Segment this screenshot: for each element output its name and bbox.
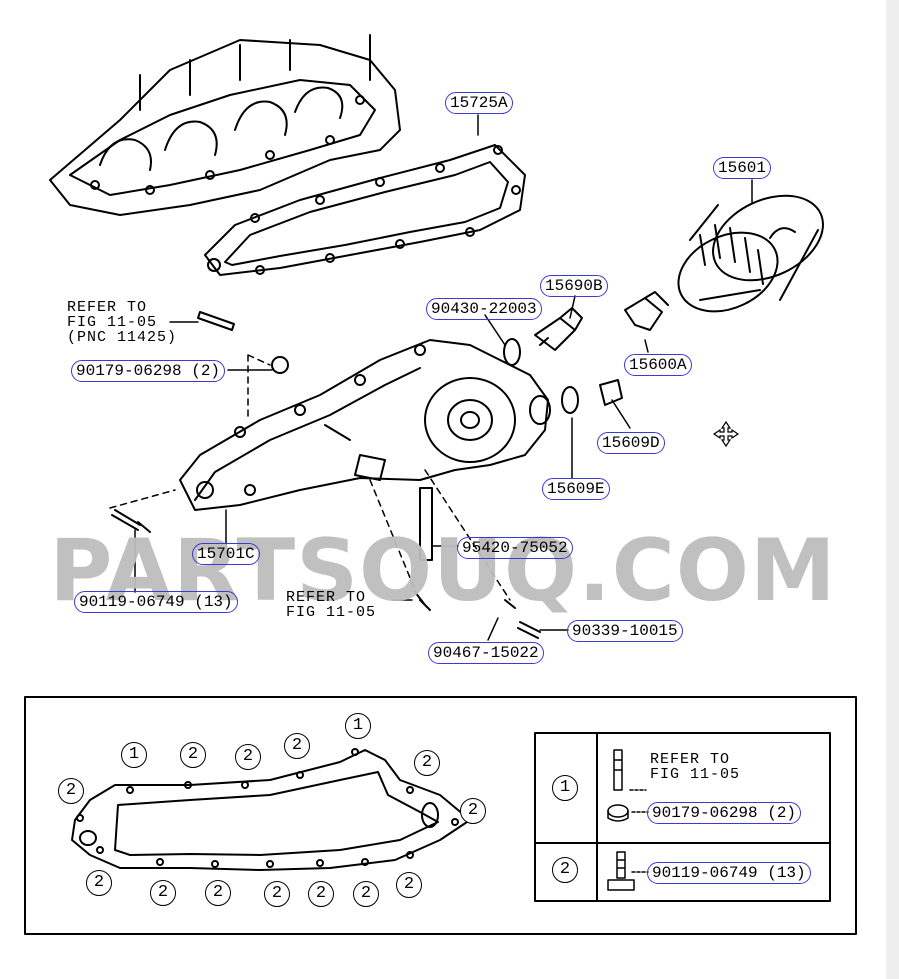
refer-note-top-line1: REFER TO [67,299,148,316]
legend-mark-2: 2 [552,857,578,883]
part-90179-06298-label[interactable]: 90179-06298 (2) [71,360,226,382]
gasket-detail-drawing [71,748,471,871]
legend-refer-line2: FIG 11-05 [650,766,741,783]
part-15690B-label[interactable]: 15690B [540,275,608,297]
gasket-mark-2d: 2 [414,750,440,776]
part-15609E-label[interactable]: 15609E [542,478,610,500]
part-15601-label[interactable]: 15601 [713,157,772,179]
gasket-mark-2j: 2 [264,881,290,907]
part-95420-75052-label[interactable]: 95420-75052 [457,537,573,559]
part-90119-06749-label[interactable]: 90119-06749 (13) [74,591,238,613]
legend-part-90119-06749[interactable]: 90119-06749 (13) [647,862,811,884]
legend-icons [607,749,649,891]
refer-note-top-line2: FIG 11-05 [67,314,158,331]
small-parts-drawing [111,291,669,639]
part-90467-15022-label[interactable]: 90467-15022 [428,642,544,664]
gasket-mark-2k: 2 [308,881,334,907]
part-15701C-label[interactable]: 15701C [192,543,260,565]
refer-note-mid-line2: FIG 11-05 [286,604,377,621]
oil-pump-15701C-drawing [179,339,551,511]
oil-filter-15601-drawing [677,194,824,313]
part-90430-22003-label[interactable]: 90430-22003 [426,298,542,320]
move-cursor-icon [712,420,740,448]
legend-refer-line1: REFER TO [650,751,731,768]
gasket-mark-1b: 1 [345,713,371,739]
gasket-mark-2h: 2 [150,880,176,906]
gasket-mark-2a: 2 [180,742,206,768]
legend-mark-1: 1 [552,775,578,801]
engine-block-drawing [49,34,401,216]
gasket-mark-2l: 2 [353,881,379,907]
refer-note-mid-line1: REFER TO [286,589,367,606]
refer-note-mid: REFER TO FIG 11-05 [286,590,376,620]
gasket-mark-2i: 2 [205,880,231,906]
page-scrollbar[interactable] [886,0,899,979]
gasket-mark-2c: 2 [284,733,310,759]
gasket-mark-2b: 2 [235,744,261,770]
watermark-text: PARTSOUQ.COM [49,521,837,621]
part-90339-10015-label[interactable]: 90339-10015 [567,620,683,642]
gasket-mark-1a: 1 [121,742,147,768]
refer-note-top: REFER TO FIG 11-05 (PNC 11425) [67,300,177,345]
part-15600A-label[interactable]: 15600A [624,354,692,376]
legend-refer-note: REFER TO FIG 11-05 [650,752,740,782]
leader-lines [134,114,753,641]
gasket-mark-2f: 2 [460,798,486,824]
gasket-mark-2e: 2 [58,778,84,804]
legend-part-90179-06298[interactable]: 90179-06298 (2) [647,802,802,824]
part-15725A-label[interactable]: 15725A [445,92,513,114]
part-15609D-label[interactable]: 15609D [597,432,665,454]
gasket-mark-2g: 2 [86,870,112,896]
refer-note-top-line3: (PNC 11425) [67,329,178,346]
dashed-lines [109,354,511,601]
gasket-15725A-drawing [204,144,526,276]
gasket-mark-2m: 2 [396,872,422,898]
